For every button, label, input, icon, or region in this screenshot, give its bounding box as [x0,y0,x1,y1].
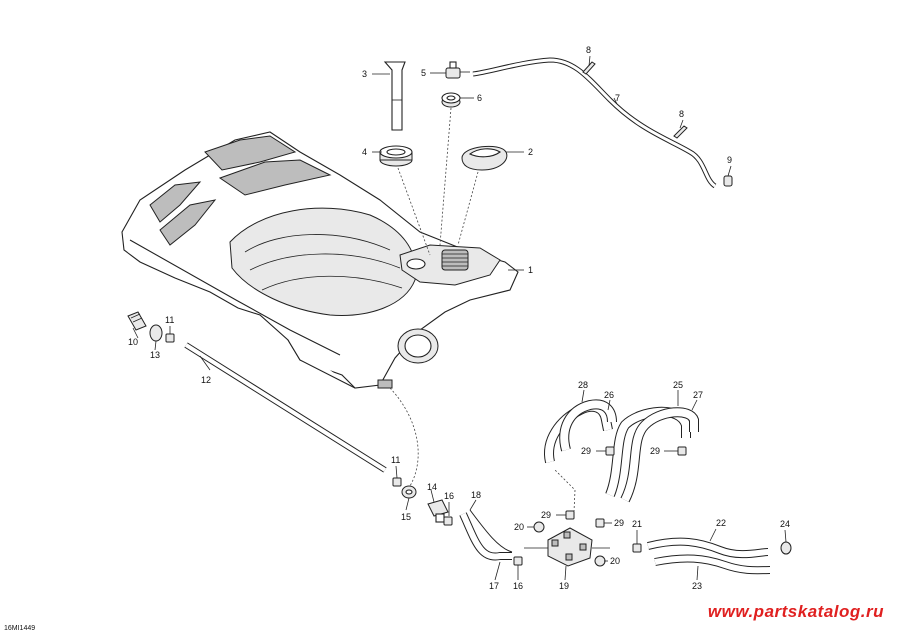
hose-clamp-small [594,555,606,567]
hose-clamp-small [533,521,545,533]
hose-clamp-small [165,333,175,343]
hose-clamp-small [392,477,402,487]
watermark: www.partskatalog.ru [707,602,884,621]
callout-24: 24 [780,519,790,529]
callout-26: 26 [604,390,614,400]
callout-13: 13 [150,350,160,360]
hose-clamp-small [677,446,687,456]
callout-29: 29 [541,510,551,520]
callout-3: 3 [362,69,367,79]
vent-hose [472,57,717,189]
return-hose [647,537,771,575]
drain-hose [184,342,387,473]
callout-15: 15 [401,512,411,522]
vent-valve [445,61,470,79]
hose-end-fitting [723,175,733,187]
callout-1: 1 [528,265,533,275]
callout-29: 29 [614,518,624,528]
hose-clamp-small [632,543,642,553]
washer [149,324,163,342]
hose-clamp-small [513,556,523,566]
hose-clamp-small [565,510,575,520]
callout-22: 22 [716,518,726,528]
callout-16: 16 [444,491,454,501]
callout-11: 11 [165,315,174,325]
filler-gasket [379,145,413,167]
fuel-cap [461,145,508,171]
assembly-guides [389,107,576,513]
grommet [401,485,417,499]
callout-8: 8 [679,109,684,119]
callout-19: 19 [559,581,569,591]
fuel-hose [459,509,513,561]
callout-29: 29 [581,446,591,456]
callout-29: 29 [650,446,660,456]
callout-7: 7 [615,93,620,103]
filler-neck [383,61,406,131]
callout-12: 12 [201,375,211,385]
callout-21: 21 [632,519,642,529]
callout-28: 28 [578,380,588,390]
hose-end-fitting [780,541,792,555]
callout-9: 9 [727,155,732,165]
leader-lines [132,55,787,581]
callout-27: 27 [693,390,703,400]
hose-clamp-small [605,446,615,456]
formed-hose [559,399,617,452]
drawing-reference: 16MI1449 [4,625,35,632]
fuel-tank [121,131,519,389]
callout-16: 16 [513,581,523,591]
callout-11: 11 [391,455,400,465]
callout-4: 4 [362,147,367,157]
callout-20: 20 [514,522,524,532]
callout-25: 25 [673,380,683,390]
callout-5: 5 [421,68,426,78]
callout-6: 6 [477,93,482,103]
formed-hose [620,407,699,503]
hose-clamp [673,125,688,139]
hose-clamp-small [443,516,453,526]
valve-grommet [441,92,461,108]
callout-14: 14 [427,482,437,492]
fuel-pump [524,527,610,567]
callout-labels: 1 2 3 4 5 6 7 8 8 9 10 11 11 12 13 14 15… [128,45,790,591]
callout-18: 18 [471,490,481,500]
callout-23: 23 [692,581,702,591]
callout-20: 20 [610,556,620,566]
callout-2: 2 [528,147,533,157]
callout-17: 17 [489,581,499,591]
drain-fitting [127,311,147,331]
hose-clamp-small [595,518,605,528]
callout-8: 8 [586,45,591,55]
callout-10: 10 [128,337,138,347]
